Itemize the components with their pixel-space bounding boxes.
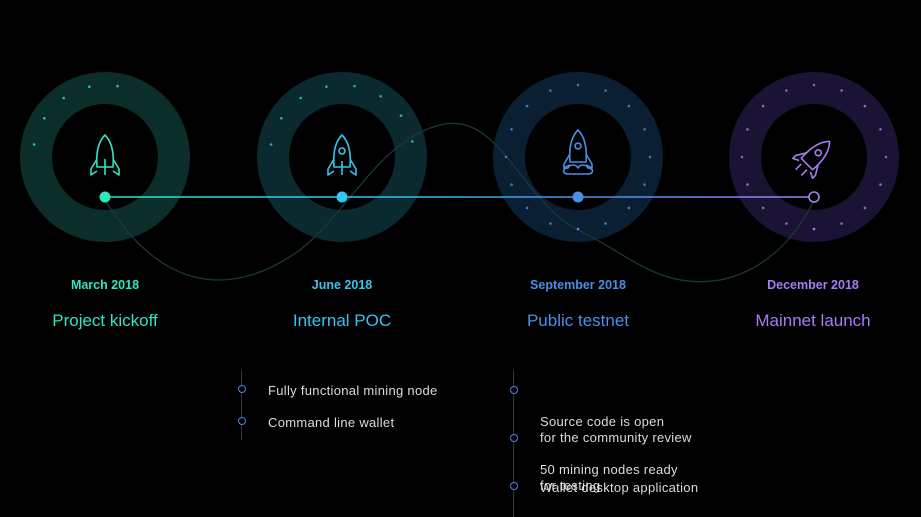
wave-curve <box>104 122 815 283</box>
ring-dot <box>325 85 328 88</box>
ring-dot <box>648 155 652 159</box>
timeline-node-june <box>336 191 348 203</box>
detail-item: Command line wallet <box>238 415 394 431</box>
ring-dot <box>269 143 273 146</box>
ring-dot <box>812 227 816 231</box>
ring-dot <box>299 96 303 100</box>
detail-item: 50 mining nodes ready for testing <box>510 432 678 509</box>
ring-dot <box>504 155 508 159</box>
milestone-date-june: June 2018 <box>311 278 373 292</box>
bullet-icon <box>510 482 518 490</box>
ring-dot <box>525 104 529 108</box>
rocket-icon <box>90 134 120 176</box>
ring-dot <box>840 89 843 92</box>
ring-dot <box>840 222 843 225</box>
ring-dot <box>740 155 744 159</box>
ring-dot <box>746 128 749 131</box>
bullet-icon <box>510 434 518 442</box>
milestone-rings <box>20 72 899 242</box>
ring-dot <box>746 183 749 186</box>
ring-dot <box>761 104 765 108</box>
milestone-name-internal-poc: Internal POC <box>292 311 392 330</box>
ring-dot <box>643 128 646 131</box>
ring-dot <box>884 155 888 159</box>
ring-dot <box>510 128 513 131</box>
ring-dot <box>280 117 283 120</box>
bullet-icon <box>238 417 246 425</box>
ring-dot <box>627 206 631 210</box>
ring-dot <box>549 89 552 92</box>
milestone-date-september: September 2018 <box>530 278 626 292</box>
rocket-flying-icon <box>791 140 831 180</box>
detail-item: Wallet desktop application <box>510 480 698 496</box>
ring-dot <box>785 222 788 225</box>
milestone-name-public-testnet: Public testnet <box>526 311 630 330</box>
rocket-launch-icon <box>562 129 594 175</box>
ring-dot <box>879 128 882 131</box>
timeline-node-september <box>572 191 584 203</box>
ring-dot <box>604 89 607 92</box>
ring-dot <box>761 206 765 210</box>
ring-dot <box>627 104 631 108</box>
ring-march <box>20 72 190 242</box>
ring-june <box>257 72 427 242</box>
ring-dot <box>549 222 552 225</box>
ring-dot <box>411 140 414 143</box>
ring-dot <box>353 84 356 88</box>
detail-line-internal-poc <box>241 370 242 440</box>
milestone-date-december: December 2018 <box>767 278 859 292</box>
ring-dot <box>879 183 882 186</box>
bullet-icon <box>238 385 246 393</box>
ring-dot <box>576 83 580 87</box>
ring-dot <box>32 143 36 146</box>
milestone-name-mainnet-launch: Mainnet launch <box>755 311 871 330</box>
ring-dot <box>43 117 46 120</box>
ring-dot <box>576 227 580 231</box>
ring-dot <box>88 85 91 88</box>
rocket-icon <box>327 134 357 176</box>
dotted-arcs <box>32 83 888 231</box>
detail-line-public-testnet <box>513 370 514 517</box>
detail-item: Fully functional mining node <box>238 383 438 399</box>
ring-dot <box>785 89 788 92</box>
ring-dot <box>643 183 646 186</box>
milestone-date-march: March 2018 <box>70 278 140 292</box>
ring-dot <box>510 183 513 186</box>
ring-dot <box>399 114 403 117</box>
timeline-node-march <box>99 191 111 203</box>
ring-dot <box>62 96 65 100</box>
timeline-node-december <box>808 191 820 203</box>
ring-dot <box>604 222 607 225</box>
detail-item: Source code is open for the community re… <box>510 384 692 461</box>
ring-dot <box>525 206 529 210</box>
bullet-icon <box>510 386 518 394</box>
ring-dot <box>863 206 867 210</box>
ring-dot <box>812 83 816 87</box>
ring-dot <box>379 95 383 98</box>
ring-dot <box>863 104 867 108</box>
ring-september <box>493 72 663 242</box>
milestone-name-project-kickoff: Project kickoff <box>52 311 158 330</box>
ring-december <box>729 72 899 242</box>
ring-dot <box>116 84 119 88</box>
